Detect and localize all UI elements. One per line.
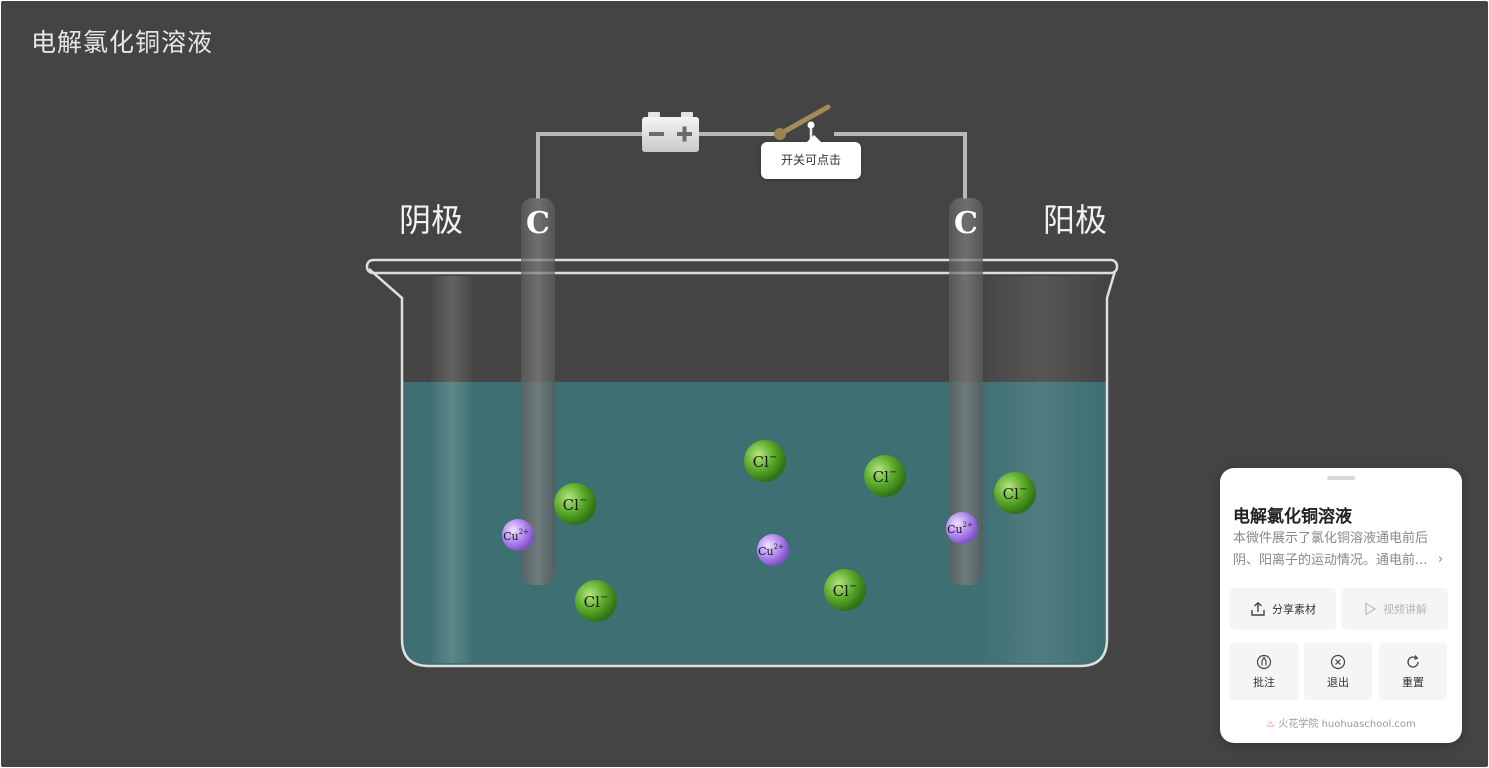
- switch-tooltip[interactable]: 开关可点击: [761, 135, 861, 179]
- svg-text:Cu2+: Cu2+: [758, 543, 784, 558]
- panel-drag-handle[interactable]: [1327, 476, 1355, 480]
- copper-ion: Cu2+: [946, 512, 978, 544]
- chevron-right-icon[interactable]: ›: [1438, 552, 1444, 567]
- cathode-electrode: C: [521, 198, 555, 585]
- annotate-label: 批注: [1253, 675, 1275, 689]
- copper-ion: Cu2+: [757, 534, 789, 566]
- chloride-ion: Cl−: [575, 580, 617, 622]
- svg-text:Cl−: Cl−: [584, 592, 609, 611]
- chloride-ion: Cl−: [824, 569, 866, 611]
- reset-label: 重置: [1402, 675, 1424, 689]
- battery-icon: [642, 112, 699, 152]
- chloride-ion: Cl−: [554, 483, 596, 525]
- info-panel: 电解氯化铜溶液 本微件展示了氯化铜溶液通电前后阴、阳离子的运动情况。通电前...…: [1220, 468, 1462, 743]
- anode-electrode: C: [949, 198, 983, 585]
- svg-text:Cl−: Cl−: [1003, 484, 1028, 503]
- panel-title: 电解氯化铜溶液: [1233, 507, 1352, 527]
- svg-text:Cu2+: Cu2+: [503, 528, 529, 543]
- chloride-ion: Cl−: [744, 440, 786, 482]
- cathode-label: 阴极: [399, 201, 464, 239]
- share-material-button[interactable]: 分享素材: [1230, 588, 1336, 630]
- svg-text:Cl−: Cl−: [833, 581, 858, 600]
- svg-text:C: C: [526, 206, 550, 241]
- brand-footer: ♨ 火花学院 huohuaschool.com: [1220, 715, 1462, 730]
- beaker: [365, 258, 1119, 668]
- play-icon: [1365, 602, 1377, 616]
- pen-icon: [1256, 654, 1272, 669]
- glass-highlight: [431, 276, 473, 663]
- svg-text:Cu2+: Cu2+: [947, 521, 973, 536]
- refresh-icon: [1407, 654, 1419, 668]
- chloride-ion: Cl−: [864, 455, 906, 497]
- circuit-wire: [536, 132, 967, 199]
- panel-description: 本微件展示了氯化铜溶液通电前后阴、阳离子的运动情况。通电前...: [1233, 531, 1429, 568]
- svg-text:Cl−: Cl−: [563, 495, 588, 514]
- svg-text:C: C: [954, 206, 978, 241]
- share-material-label: 分享素材: [1272, 603, 1316, 616]
- switch-toggle[interactable]: [774, 104, 831, 141]
- brand-text: 火花学院 huohuaschool.com: [1278, 719, 1416, 730]
- svg-text:Cl−: Cl−: [873, 467, 898, 486]
- anode-label: 阳极: [1043, 201, 1108, 239]
- video-explanation-label: 视频讲解: [1383, 603, 1427, 616]
- exit-label: 退出: [1327, 675, 1349, 689]
- copper-ion: Cu2+: [502, 519, 534, 551]
- glass-highlight: [986, 276, 1096, 663]
- share-icon: [1251, 601, 1265, 616]
- close-circle-icon: [1330, 654, 1346, 669]
- flame-logo-icon: ♨: [1266, 719, 1276, 730]
- exit-button[interactable]: 退出: [1304, 643, 1372, 700]
- chloride-ion: Cl−: [994, 472, 1036, 514]
- video-explanation-button[interactable]: 视频讲解: [1342, 588, 1448, 630]
- svg-text:Cl−: Cl−: [753, 452, 778, 471]
- annotate-button[interactable]: 批注: [1230, 643, 1298, 700]
- page-title: 电解氯化铜溶液: [31, 28, 214, 57]
- reset-button[interactable]: 重置: [1379, 643, 1447, 700]
